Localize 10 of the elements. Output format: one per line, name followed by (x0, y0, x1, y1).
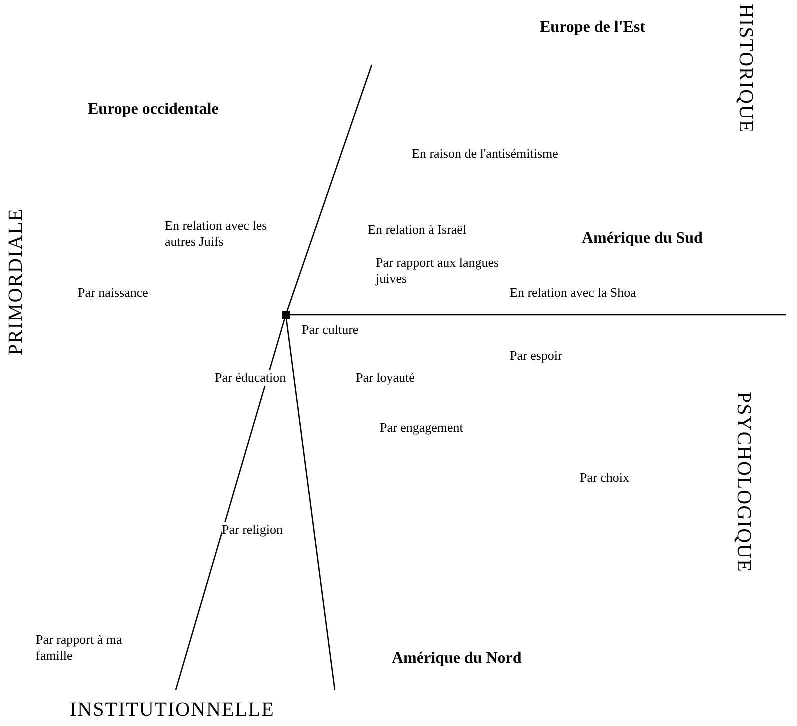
item-label: Par loyauté (356, 370, 415, 386)
item-label: Par éducation (215, 370, 286, 386)
axis-label: HISTORIQUE (736, 4, 756, 134)
region-label: Europe occidentale (88, 100, 219, 120)
item-label: Par religion (222, 522, 284, 538)
item-label: Par espoir (510, 348, 562, 364)
region-label: Amérique du Sud (582, 229, 703, 248)
axis-label: PSYCHOLOGIQUE (734, 392, 754, 573)
region-label: Amérique du Nord (392, 649, 522, 668)
region-label: Europe de l'Est (540, 18, 646, 38)
